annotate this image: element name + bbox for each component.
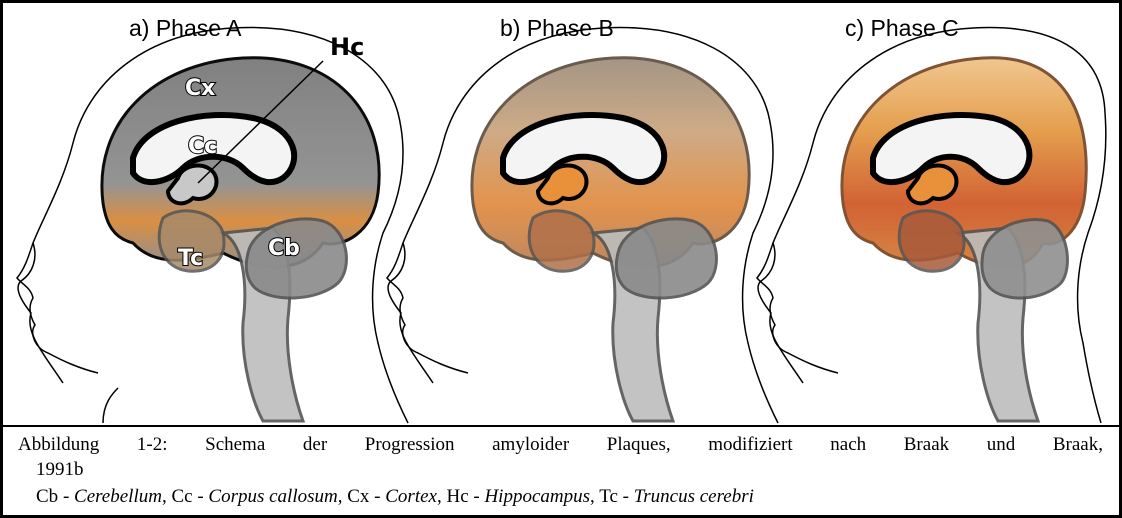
legend-term: Cerebellum (74, 486, 162, 507)
legend-abbr: Cb (36, 486, 58, 507)
legend-abbr: Cx (347, 486, 369, 507)
region-label-tc: Tc (178, 246, 203, 271)
neck-outline (103, 388, 118, 423)
brain-illustration: Cx Cc Hc Tc Cb (3, 3, 1119, 425)
panel-phase-a: Cx Cc Hc Tc Cb (17, 28, 408, 423)
legend-abbr: Cc (171, 486, 192, 507)
legend-abbr: Hc (446, 486, 468, 507)
face-profile (757, 243, 838, 373)
caption-line-2: 1991b (18, 457, 1103, 482)
truncus-cerebri (529, 211, 594, 271)
panel-phase-b (387, 28, 778, 423)
caption-line-1: Abbildung 1-2: Schema der Progression am… (18, 432, 1103, 457)
region-label-hc: Hc (330, 33, 364, 61)
panel-phase-c (757, 28, 1106, 423)
caption-divider (3, 425, 1119, 427)
truncus-cerebri (899, 211, 964, 271)
legend-term: Hippocampus (484, 486, 590, 507)
panel-title-b: b) Phase B (500, 15, 614, 42)
legend-abbr: Tc (599, 486, 618, 507)
region-label-cb: Cb (268, 236, 300, 261)
panel-title-a: a) Phase A (129, 15, 242, 42)
caption-legend: Cb - Cerebellum, Cc - Corpus callosum, C… (18, 484, 1103, 509)
legend-term: Corpus callosum (208, 486, 337, 507)
region-label-cx: Cx (185, 76, 215, 101)
panel-title-c: c) Phase C (845, 15, 959, 42)
face-profile (387, 243, 468, 373)
brain-figure: Cx Cc Hc Tc Cb a) Pha (3, 3, 1119, 425)
legend-term: Cortex (385, 486, 437, 507)
legend-term: Truncus cerebri (634, 486, 754, 507)
figure-caption: Abbildung 1-2: Schema der Progression am… (18, 432, 1103, 509)
region-label-cc: Cc (188, 134, 217, 159)
face-profile (17, 243, 98, 373)
